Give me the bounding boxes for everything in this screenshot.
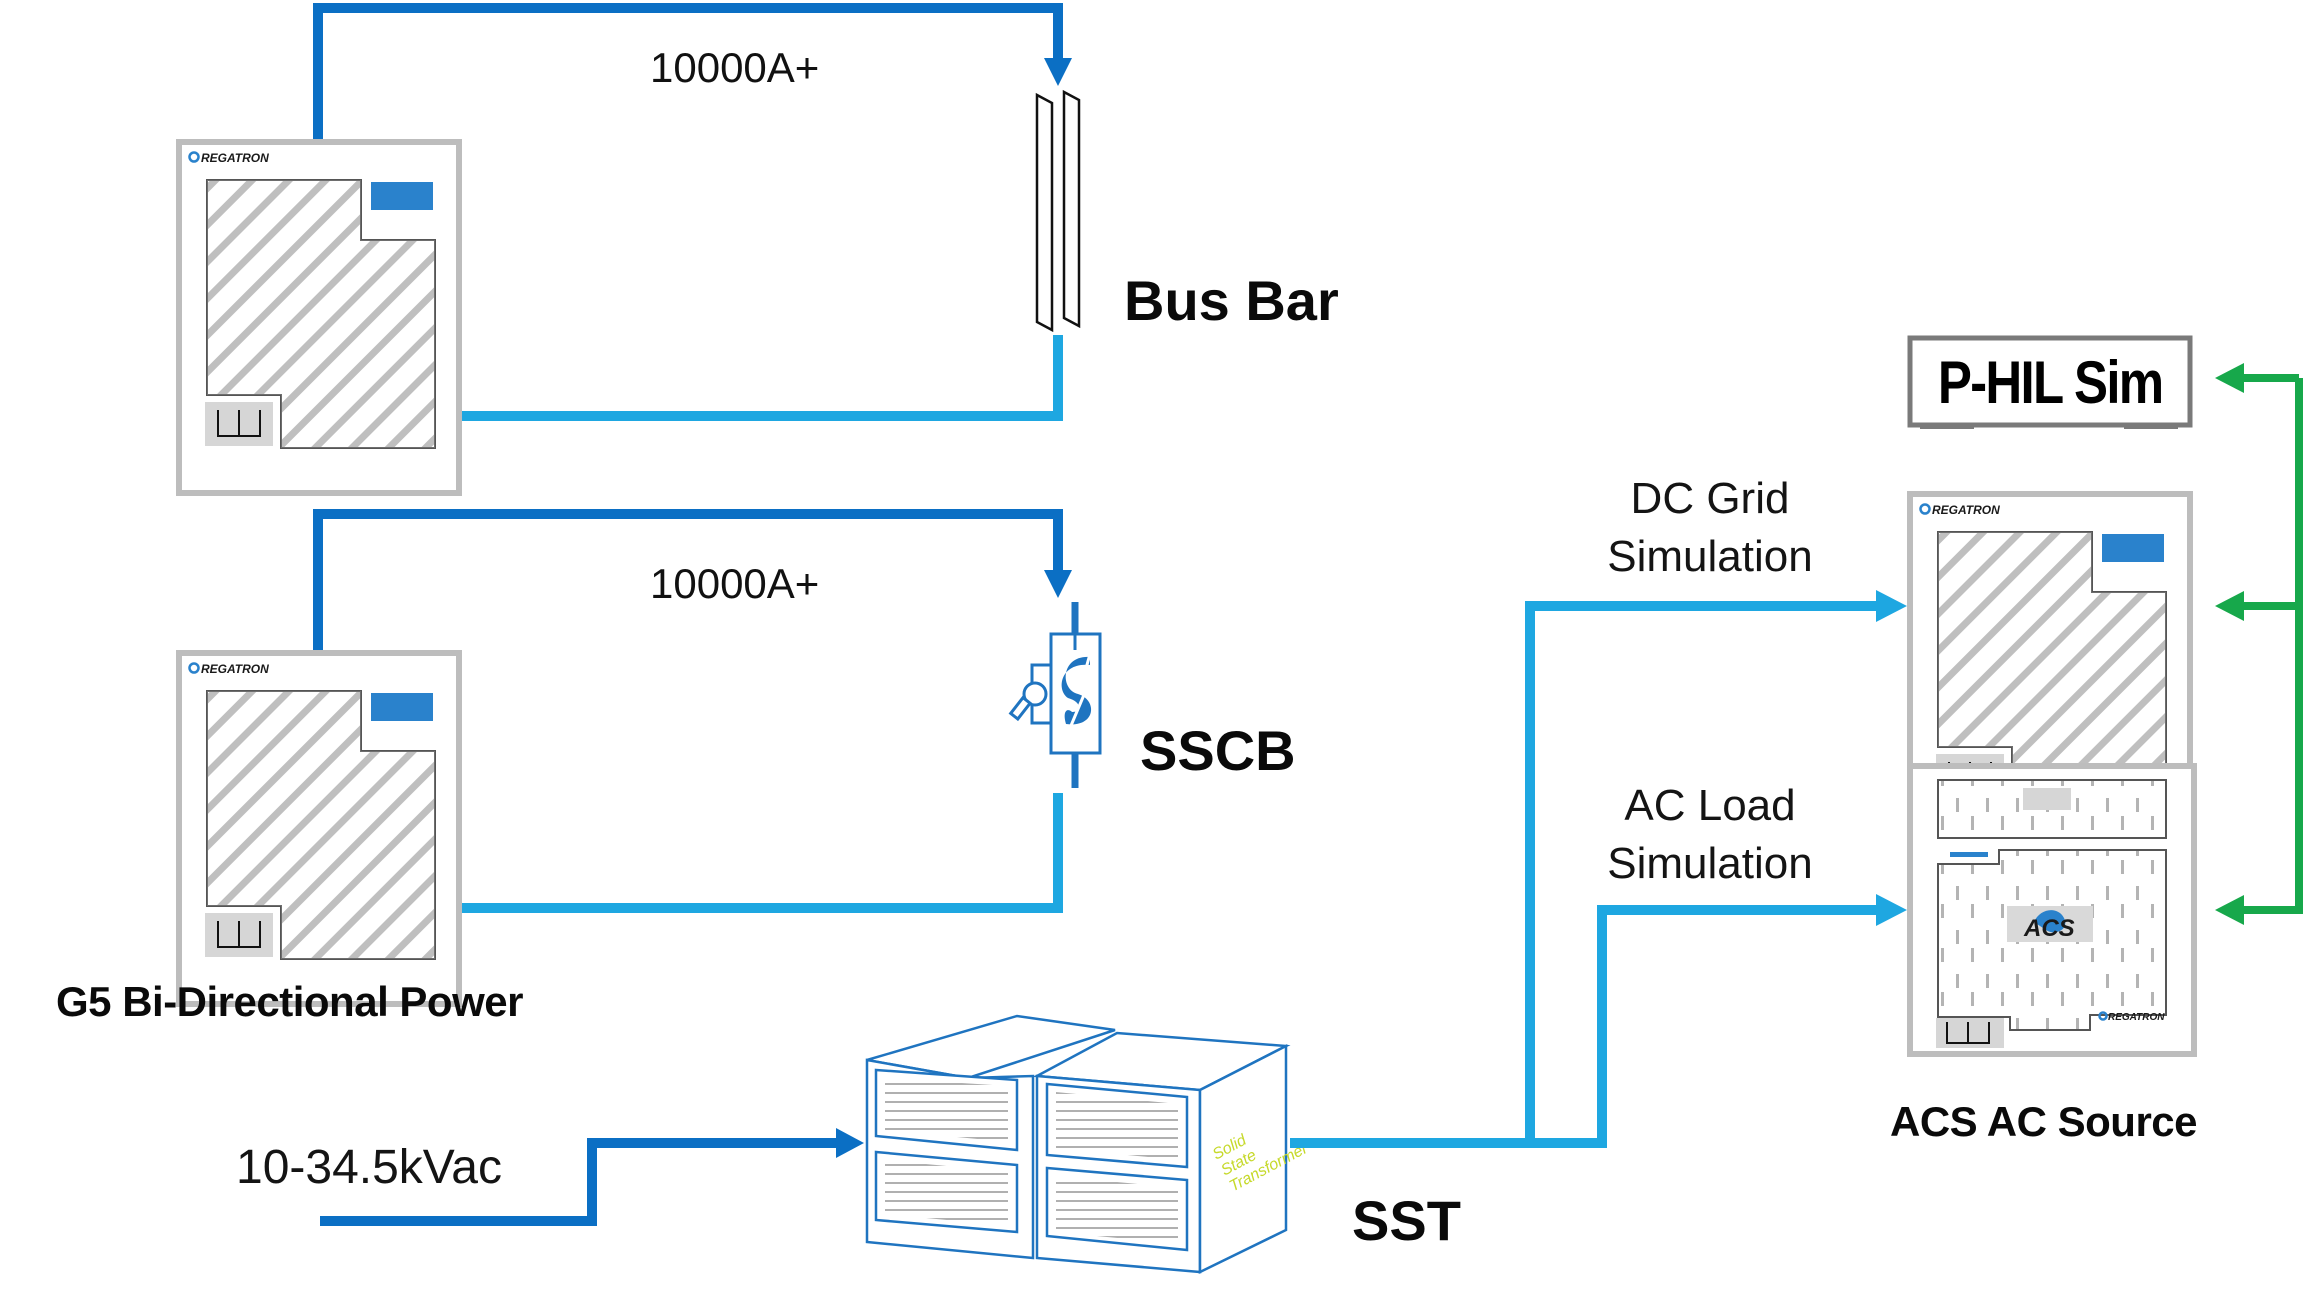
g5-label: G5 Bi-Directional Power: [56, 978, 523, 1025]
arrow-right-icon: [1876, 894, 1907, 926]
sst-label: SST: [1352, 1189, 1461, 1252]
ac-input-line: [320, 1138, 838, 1226]
arrow-right-icon: [1876, 590, 1907, 622]
arrow-left-icon: [2215, 895, 2244, 925]
arrow-down-icon: [1044, 58, 1072, 86]
current-label-busbar: 10000A+: [650, 44, 820, 91]
dc-grid-line: [1525, 601, 1878, 1143]
dc-grid-label-line2: Simulation: [1607, 532, 1813, 581]
ac-load-label: AC Load Simulation: [1560, 777, 1860, 893]
svg-text:REGATRON: REGATRON: [2108, 1012, 2165, 1023]
dc-grid-label: DC Grid Simulation: [1560, 470, 1860, 586]
arrow-down-icon: [1044, 570, 1072, 598]
svg-text:ACS: ACS: [2023, 915, 2075, 942]
control-bus-line: [2240, 378, 2303, 914]
sscb-icon: [1008, 602, 1102, 788]
g5-power-unit-2: [179, 653, 459, 1004]
dc-out-line: [313, 509, 1063, 651]
g5-power-unit-1: [179, 142, 459, 493]
bus-bar-icon: [1035, 89, 1081, 333]
phil-sim-label-wrap: P-HIL Sim: [1910, 340, 2190, 424]
current-label-sscb: 10000A+: [650, 560, 820, 607]
sscb-label: SSCB: [1140, 719, 1296, 782]
bus-bar-label: Bus Bar: [1124, 269, 1339, 332]
dc-out-line: [313, 3, 1063, 140]
arrow-left-icon: [2215, 591, 2244, 621]
ac-load-label-line2: Simulation: [1607, 839, 1813, 888]
phil-sim-box: [1907, 335, 2193, 429]
loop-busbar: [179, 3, 1081, 493]
sst-vents: [885, 1078, 1178, 1244]
loop-sscb: [179, 509, 1102, 1004]
ac-load-label-line1: AC Load: [1624, 781, 1796, 830]
acs-source-label: ACS AC Source: [1890, 1098, 2198, 1145]
dc-grid-label-line1: DC Grid: [1630, 474, 1790, 523]
arrow-left-icon: [2215, 363, 2244, 393]
arrow-right-icon: [836, 1128, 864, 1158]
voltage-label: 10-34.5kVac: [236, 1141, 502, 1194]
sst-output-line: [1290, 905, 1878, 1148]
acs-ac-source-unit: ACS REGATRON: [1907, 763, 2197, 1057]
phil-sim-label: P-HIL Sim: [1937, 348, 2164, 416]
